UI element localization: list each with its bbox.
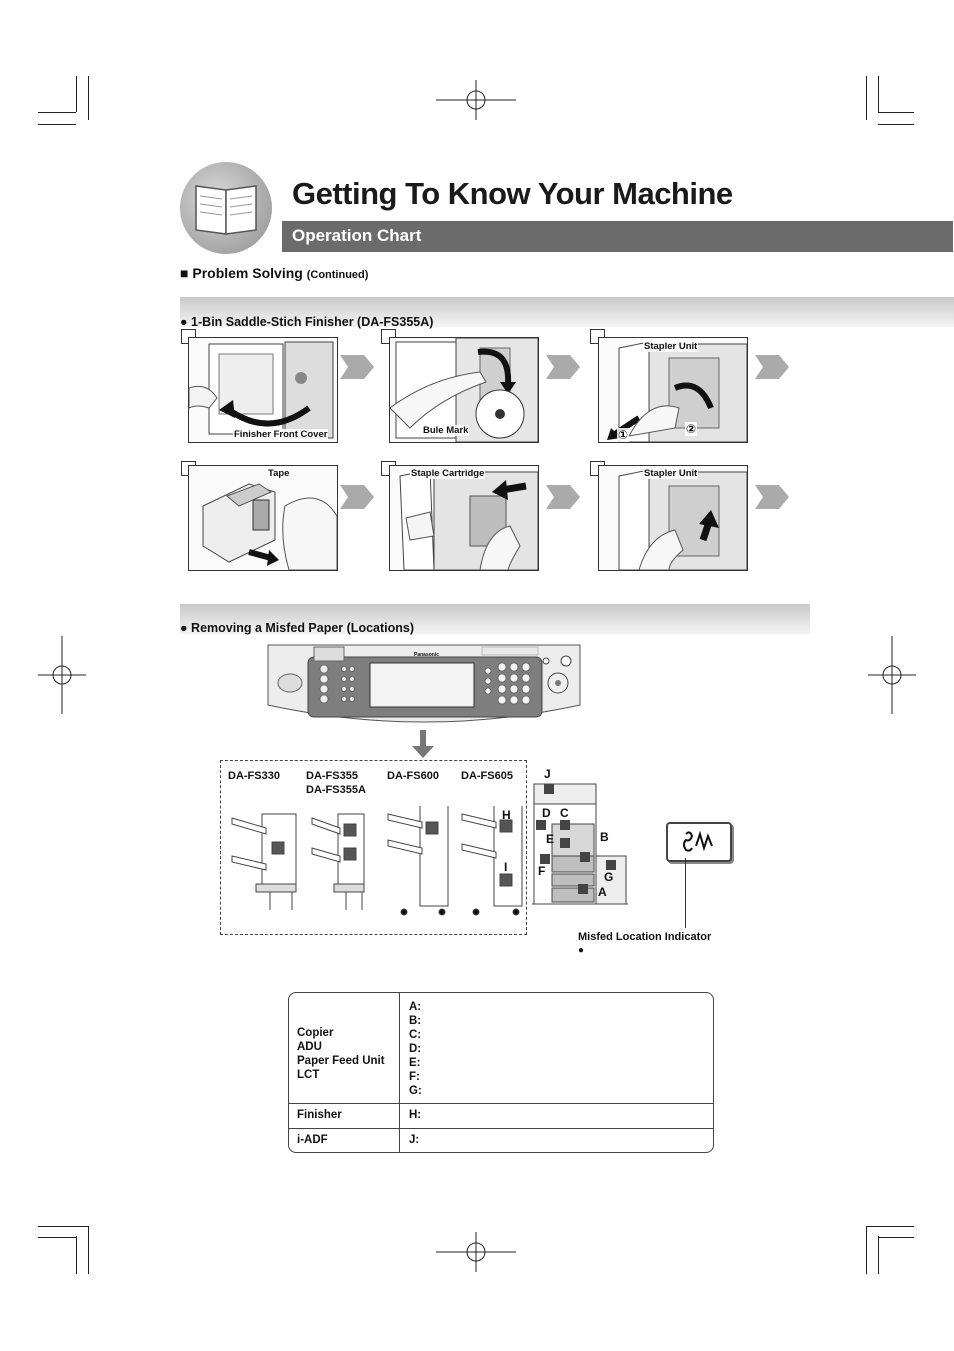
location-letter: E (546, 832, 555, 846)
section-title: Problem Solving (192, 265, 303, 281)
round-bullet-icon: ● (578, 945, 585, 956)
table-row: J: (409, 1134, 420, 1146)
location-letter: F (538, 864, 546, 878)
location-table: Copier ADU Paper Feed Unit LCT A: B: C: … (288, 992, 714, 1153)
table-row: A: B: C: D: E: F: G: (409, 1001, 422, 1097)
registration-mark (38, 636, 86, 714)
location-letter: H (502, 808, 511, 822)
step-image-stapler-unit-return: Stapler Unit (598, 465, 748, 571)
location-letter: B (600, 830, 609, 844)
model-label: DA-FS355A (306, 784, 366, 796)
crop-mark (38, 1226, 88, 1227)
section-band (180, 297, 954, 327)
crop-mark (878, 112, 914, 113)
leader-line (685, 858, 686, 928)
registration-mark (868, 636, 916, 714)
section-heading: ■ Problem Solving (Continued) (180, 265, 368, 281)
table-divider (289, 1128, 713, 1129)
crop-mark (38, 124, 76, 125)
crop-mark (878, 76, 879, 112)
crop-mark (878, 124, 914, 125)
registration-mark (436, 80, 516, 120)
crop-mark (38, 1237, 76, 1238)
step-image-blue-mark: Bule Mark (389, 337, 539, 443)
model-label: DA-FS600 (387, 770, 439, 782)
round-bullet-icon: ● (180, 621, 188, 635)
section-band (180, 604, 810, 634)
step-image-finisher-cover: Finisher Front Cover (188, 337, 338, 443)
model-label: DA-FS605 (461, 770, 513, 782)
table-row: i-ADF (297, 1134, 328, 1146)
callout-label: Finisher Front Cover (233, 429, 329, 440)
model-label: DA-FS355 (306, 770, 358, 782)
crop-mark (76, 1236, 77, 1274)
next-step-arrow-icon (340, 355, 374, 379)
crop-mark (88, 76, 89, 120)
callout-label: Stapler Unit (643, 468, 699, 479)
next-step-arrow-icon (340, 485, 374, 509)
location-letter: I (504, 860, 508, 874)
table-divider (399, 993, 400, 1152)
copier-illustration (532, 783, 628, 905)
step-image-tape: Tape (188, 465, 338, 571)
misfeed-heading: ● Removing a Misfed Paper (Locations) (180, 621, 415, 635)
crop-mark (88, 1226, 89, 1274)
callout-label: Staple Cartridge (410, 468, 486, 479)
location-letter: D (542, 806, 551, 820)
crop-mark (76, 76, 77, 112)
next-step-arrow-icon (755, 355, 789, 379)
next-step-arrow-icon (755, 485, 789, 509)
next-step-arrow-icon (546, 355, 580, 379)
callout-label: Bule Mark (422, 425, 470, 436)
finisher-heading: ● 1-Bin Saddle-Stich Finisher (DA-FS355A… (180, 315, 434, 329)
crop-mark (878, 1236, 879, 1274)
step-marker: ① (617, 428, 630, 442)
crop-mark (866, 1226, 914, 1227)
step-marker: ② (685, 422, 698, 436)
callout-label: Tape (267, 468, 291, 479)
crop-mark (866, 76, 867, 120)
page-subtitle: Operation Chart (292, 226, 422, 245)
round-bullet-icon: ● (180, 315, 188, 329)
table-row: H: (409, 1109, 422, 1121)
registration-mark (436, 1232, 516, 1272)
finisher-illustrations (231, 806, 523, 916)
next-step-arrow-icon (546, 485, 580, 509)
page-title: Getting To Know Your Machine (292, 176, 733, 211)
square-bullet-icon: ■ (180, 265, 189, 281)
location-letter: J (544, 767, 551, 781)
section-continued: (Continued) (306, 269, 369, 281)
location-letter: G (604, 870, 614, 884)
finisher-options-box (220, 760, 527, 935)
step-image-staple-cartridge: Staple Cartridge (389, 465, 539, 571)
table-row: Finisher (297, 1109, 342, 1121)
brand-logo: Panasonic (414, 652, 440, 658)
table-divider (289, 1103, 713, 1104)
table-row: Copier ADU Paper Feed Unit LCT (297, 1027, 385, 1081)
indicator-label: Misfed Location Indicator (578, 931, 712, 943)
crop-mark (38, 112, 76, 113)
model-label: DA-FS330 (228, 770, 280, 782)
down-arrow-icon (412, 730, 434, 758)
crop-mark (878, 1237, 914, 1238)
location-letter: A (598, 885, 607, 899)
control-panel-illustration: Panasonic (266, 643, 582, 731)
location-letter: C (560, 806, 569, 820)
book-icon (180, 162, 272, 254)
subtitle-bar: Operation Chart (282, 221, 953, 252)
crop-mark (866, 1226, 867, 1274)
misfeed-indicator-icon (666, 822, 732, 862)
step-image-stapler-unit: Stapler Unit ① ② (598, 337, 748, 443)
callout-label: Stapler Unit (643, 341, 699, 352)
